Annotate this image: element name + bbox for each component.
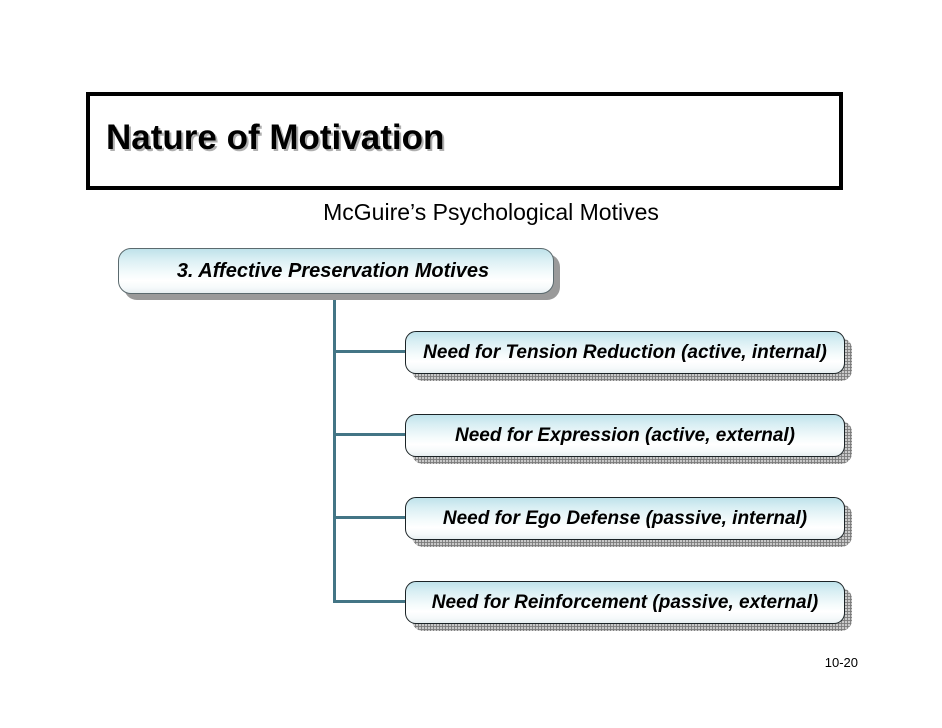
motive-node-4[interactable]: Need for Reinforcement (passive, externa… [405, 581, 845, 624]
motive-node-2[interactable]: Need for Expression (active, external) [405, 414, 845, 457]
page-number: 10-20 [824, 655, 858, 670]
motive-node-label: Need for Expression (active, external) [454, 424, 795, 446]
connector-branch-2 [333, 433, 407, 436]
category-node[interactable]: 3. Affective Preservation Motives [118, 248, 554, 294]
motive-node-label: Need for Tension Reduction (active, inte… [423, 341, 827, 363]
motive-node-label: Need for Reinforcement (passive, externa… [431, 591, 819, 613]
slide-subtitle: McGuire’s Psychological Motives [323, 199, 659, 225]
category-node-label: 3. Affective Preservation Motives [176, 259, 490, 282]
page-title: Nature of Motivation [106, 118, 445, 157]
slide-title-box: Nature of Motivation [86, 92, 843, 190]
motive-node-1[interactable]: Need for Tension Reduction (active, inte… [405, 331, 845, 374]
motive-node-label: Need for Ego Defense (passive, internal) [442, 507, 808, 529]
connector-branch-3 [333, 516, 407, 519]
motive-node-3[interactable]: Need for Ego Defense (passive, internal) [405, 497, 845, 540]
connector-trunk [333, 293, 336, 603]
connector-branch-1 [333, 350, 407, 353]
connector-branch-4 [333, 600, 407, 603]
